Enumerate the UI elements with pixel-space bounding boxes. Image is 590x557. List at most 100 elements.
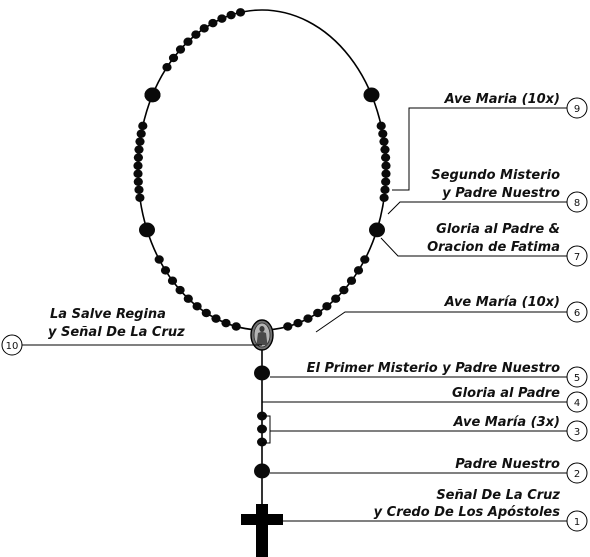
loop-small-bead-14	[133, 169, 143, 178]
step-5-number: 5	[574, 373, 580, 384]
bead-padre-nuestro-1	[254, 365, 270, 381]
loop-small-bead-35	[381, 153, 391, 162]
step-4-label: Gloria al Padre	[452, 386, 560, 401]
step-6-marker	[566, 301, 588, 323]
loop-small-bead-15	[133, 161, 143, 170]
step-2-number: 2	[574, 469, 580, 480]
step-2-label: Padre Nuestro	[455, 457, 560, 472]
step-2-marker	[566, 462, 588, 484]
loop-small-bead-41	[360, 255, 370, 264]
step-8-label-line-1: Segundo Misterio	[431, 168, 560, 183]
loop-small-bead-43	[346, 276, 357, 285]
loop-small-bead-47	[313, 308, 323, 318]
loop-small-bead-11	[135, 193, 145, 203]
step-8-label-line-2: y Padre Nuestro	[442, 186, 560, 201]
loop-small-bead-30	[235, 8, 246, 17]
step-10-label-line-2: y Señal De La Cruz	[48, 325, 185, 340]
loop-small-bead-1	[231, 322, 241, 331]
loop-small-bead-2	[221, 318, 231, 328]
loop-small-bead-39	[380, 185, 390, 195]
step-7-marker	[566, 245, 588, 267]
loop-small-bead-48	[303, 314, 313, 323]
step-3-label: Ave María (3x)	[453, 415, 560, 430]
step-4-number: 4	[574, 398, 580, 409]
bead-padre-nuestro-2	[254, 463, 270, 479]
step-10-label-line-1: La Salve Regina	[50, 307, 166, 322]
loop-small-bead-37	[381, 169, 391, 178]
step-numbers: 1 2 3 4 5 6 7 8 9 10	[6, 104, 581, 528]
loop-small-bead-50	[283, 322, 293, 331]
loop-small-bead-18	[135, 137, 145, 146]
loop-small-bead-34	[380, 145, 390, 154]
loop-small-bead-25	[191, 30, 201, 39]
step-7-label-line-2: Oracion de Fatima	[427, 240, 560, 255]
step-8-number: 8	[574, 198, 580, 209]
step-5-label: El Primer Misterio y Padre Nuestro	[307, 361, 560, 376]
loop-small-bead-36	[381, 161, 391, 170]
bead-ave-maria-2	[257, 424, 267, 434]
step-1-label-line-1: Señal De La Cruz	[436, 488, 560, 503]
loop-small-bead-33	[379, 137, 389, 146]
loop-large-bead-5	[144, 87, 161, 103]
loop-small-bead-44	[339, 285, 349, 295]
step-3-number: 3	[574, 427, 580, 438]
loop-large-bead-2	[363, 87, 380, 103]
loop-small-bead-12	[134, 185, 144, 195]
step-3-marker	[566, 420, 588, 442]
loop-small-bead-32	[378, 129, 388, 138]
loop-small-bead-16	[133, 153, 143, 162]
loop-small-bead-13	[133, 177, 143, 187]
loop-small-bead-22	[168, 53, 179, 63]
loop-small-bead-20	[138, 121, 148, 131]
bead-ave-maria-3	[257, 437, 267, 447]
loop-small-bead-6	[183, 294, 193, 303]
step-9-number: 9	[574, 104, 580, 115]
loop-small-bead-31	[376, 121, 386, 131]
loop-small-bead-7	[175, 285, 185, 295]
step-7-label-line-1: Gloria al Padre &	[436, 222, 560, 237]
loop-small-bead-26	[199, 24, 209, 33]
loop-small-bead-45	[331, 294, 341, 303]
loop-small-bead-29	[226, 10, 236, 20]
loop-small-bead-9	[160, 266, 171, 275]
step-5-marker	[566, 366, 588, 388]
cross-icon	[241, 504, 283, 557]
loop-small-bead-19	[136, 129, 146, 138]
loop-small-bead-17	[134, 145, 144, 154]
step-1-marker	[566, 510, 588, 532]
step-1-label-line-2: y Credo De Los Apóstoles	[374, 505, 561, 520]
step-6-number: 6	[574, 308, 580, 319]
loop-small-bead-3	[211, 314, 221, 323]
loop-small-bead-24	[183, 37, 193, 46]
step-10-marker	[1, 334, 23, 356]
loop-small-bead-10	[154, 255, 164, 264]
loop-small-bead-42	[353, 266, 364, 275]
loop-large-bead-4	[139, 222, 155, 238]
step-labels: Señal De La Cruz y Credo De Los Apóstole…	[48, 92, 560, 520]
loop-small-bead-21	[162, 62, 172, 72]
loop-small-bead-40	[379, 193, 389, 203]
step-number-markers	[1, 97, 588, 532]
step-1-number: 1	[574, 517, 580, 528]
loop-small-bead-5	[192, 302, 202, 311]
step-9-marker	[566, 97, 588, 119]
loop-beads	[133, 8, 391, 331]
loop-large-bead-3	[369, 222, 385, 238]
loop-small-bead-38	[381, 177, 391, 187]
step-6-label: Ave María (10x)	[444, 295, 560, 310]
step-8-marker	[566, 191, 588, 213]
loop-small-bead-49	[293, 318, 303, 328]
virgin-mary-medal-icon	[250, 319, 274, 351]
step-9-label: Ave Maria (10x)	[444, 92, 560, 107]
loop-small-bead-46	[322, 302, 332, 311]
loop-small-bead-4	[201, 308, 211, 318]
loop-small-bead-23	[175, 45, 186, 54]
loop-small-bead-27	[208, 18, 218, 28]
step-10-number: 10	[6, 341, 19, 352]
step-7-number: 7	[574, 252, 580, 263]
loop-small-bead-28	[217, 14, 227, 23]
pendant-beads	[254, 365, 270, 479]
leader-lines	[21, 107, 567, 522]
loop-small-bead-8	[167, 276, 178, 285]
